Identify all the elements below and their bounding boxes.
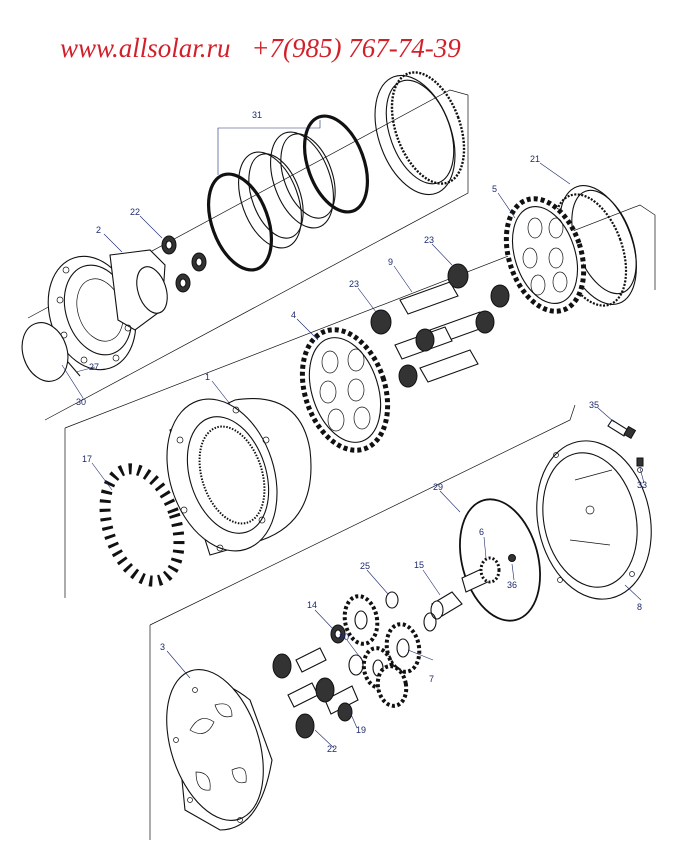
- callout-35: 35: [589, 400, 599, 410]
- callout-8: 8: [637, 602, 642, 612]
- callout-17: 17: [82, 454, 92, 464]
- part-36-nut: [508, 554, 516, 562]
- part-31-seal-rings: [207, 114, 369, 272]
- part-3-carrier-plate: [166, 669, 273, 831]
- callout-3: 3: [160, 642, 165, 652]
- part-29-gasket: [459, 498, 541, 622]
- part-1-ring-housing: [166, 398, 312, 556]
- panel-outlines: [27, 89, 656, 840]
- callout-4: 4: [291, 310, 296, 320]
- callout-23-left: 23: [349, 279, 359, 289]
- callout-1: 1: [205, 372, 210, 382]
- part-8-cover-housing: [536, 440, 652, 600]
- part-14-washer-hole: [334, 629, 342, 639]
- part-25-circlip: [385, 591, 399, 609]
- callout-19: 19: [356, 725, 366, 735]
- callout-31: 31: [252, 110, 262, 120]
- callout-22-top: 22: [130, 207, 140, 217]
- phone-text: +7(985) 767-74-39: [251, 33, 461, 63]
- callout-22-bottom: 22: [327, 744, 337, 754]
- website-text: www.allsolar.ru: [60, 33, 231, 63]
- part-27-pin: [67, 361, 81, 377]
- callout-36: 36: [507, 580, 517, 590]
- part-22-bearings-top: [161, 235, 207, 293]
- part-35-bolt: [607, 419, 637, 440]
- callout-25: 25: [360, 561, 370, 571]
- part-2-hub: [47, 249, 168, 371]
- ring-washer: [423, 612, 437, 632]
- callout-9: 9: [388, 257, 393, 267]
- leader-lines: [61, 162, 645, 749]
- callout-23-right: 23: [424, 235, 434, 245]
- callout-7: 7: [429, 674, 434, 684]
- callout-30: 30: [76, 397, 86, 407]
- callout-6: 6: [479, 527, 484, 537]
- part-23-needle-bearings: [370, 263, 510, 388]
- callout-14: 14: [307, 600, 317, 610]
- callout-27: 27: [89, 362, 99, 372]
- callout-2: 2: [96, 225, 101, 235]
- part-15-sleeve: [430, 591, 463, 620]
- planet-gears: [342, 594, 422, 708]
- callout-20: 20: [339, 632, 349, 642]
- part-4-carrier-gear: [299, 327, 391, 453]
- part-17-pin-ring: [99, 463, 185, 587]
- callout-15: 15: [414, 560, 424, 570]
- part-30-cover-disc: [21, 322, 69, 382]
- part-33-plug: [636, 457, 644, 467]
- part-6-sun-gear: [461, 556, 501, 593]
- callout-33: 33: [637, 480, 647, 490]
- large-bearing-ring: [374, 71, 466, 196]
- callout-5: 5: [492, 184, 497, 194]
- callout-21: 21: [530, 154, 540, 164]
- callout-labels: 2 22 1 3 4 5 6 7 8 9 14 15 17 19 20 21 2…: [76, 110, 647, 754]
- part-22-bearings-bottom: [272, 653, 353, 739]
- callout-29: 29: [433, 482, 443, 492]
- part-5-carrier-gear: [503, 196, 587, 314]
- watermark-header: www.allsolar.ru +7(985) 767-74-39: [60, 28, 620, 68]
